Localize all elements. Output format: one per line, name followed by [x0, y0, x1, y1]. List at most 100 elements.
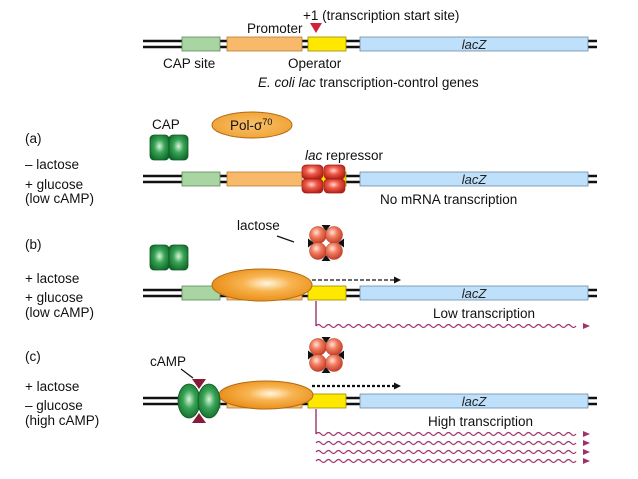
- repressor-subunit: [309, 338, 327, 356]
- panel-label: (c): [25, 349, 41, 364]
- repressor-subunit: [301, 164, 324, 180]
- promoter-box: [226, 36, 303, 52]
- lactose-molecule-icon: [308, 350, 314, 360]
- lactose-molecule-icon: [321, 367, 331, 373]
- outcome-label: Low transcription: [433, 306, 535, 321]
- camp-molecule-icon: [192, 379, 206, 389]
- repressor-subunit: [301, 178, 324, 194]
- repressor-subunit: [325, 242, 343, 260]
- condition-camp: (low cAMP): [25, 305, 94, 320]
- lacz-gene-box: [359, 393, 589, 409]
- caption-italic: E. coli lac: [258, 75, 316, 90]
- gene-label: lacZ: [462, 37, 488, 52]
- outcome-label: No mRNA transcription: [380, 192, 517, 207]
- mrna-arrowhead-icon: [583, 440, 590, 446]
- lactose-bound-repressor-icon: [308, 225, 344, 261]
- operator-label: Operator: [288, 56, 342, 71]
- repressor-label: lac repressor: [305, 148, 384, 163]
- dna-track: lacZ: [143, 171, 597, 187]
- condition-glucose: + glucose: [25, 290, 83, 305]
- cap-site-box: [181, 171, 221, 187]
- condition-lactose: – lactose: [25, 157, 79, 172]
- repressor-rest: repressor: [322, 148, 383, 163]
- cap-label: CAP: [152, 117, 180, 132]
- polymerase-sigma-superscript: 70: [262, 117, 272, 127]
- dna-track: lacZ: [143, 285, 597, 301]
- mrna-arrowhead-icon: [583, 458, 590, 464]
- operator-box: [307, 36, 347, 52]
- repressor-subunit: [309, 226, 327, 244]
- lactose-molecule-icon: [321, 337, 331, 343]
- cap-subunit: [168, 134, 189, 161]
- mrna-group: [315, 409, 590, 464]
- mrna-transcript: [315, 449, 577, 455]
- repressor-subunit: [325, 338, 343, 356]
- promoter-label: Promoter: [247, 21, 303, 36]
- cap-site-label: CAP site: [163, 56, 215, 71]
- cap-subunit: [168, 244, 189, 271]
- mrna-transcript: [315, 323, 577, 329]
- dna-track: lacZ: [143, 36, 597, 52]
- tss-marker-icon: [310, 23, 322, 33]
- rna-polymerase-icon: [211, 268, 313, 302]
- header-gene-map: +1 (transcription start site) Promoter l…: [143, 8, 597, 90]
- camp-pointer: [180, 368, 194, 379]
- condition-glucose: – glucose: [25, 398, 83, 413]
- dashed-transcription-arrow: [312, 382, 401, 390]
- mrna-transcript: [315, 431, 577, 437]
- gene-label: lacZ: [462, 172, 488, 187]
- arrowhead-icon: [394, 382, 401, 390]
- outcome-label: High transcription: [428, 414, 533, 429]
- cap-subunit: [149, 134, 170, 161]
- mrna-transcript: [315, 458, 577, 464]
- rna-polymerase-icon: Pol-σ70: [211, 111, 293, 139]
- panel-b: (b) + lactose + glucose (low cAMP) lacto…: [25, 218, 597, 329]
- condition-camp: (low cAMP): [25, 191, 94, 206]
- repressor-subunit: [309, 242, 327, 260]
- panel-label: (a): [25, 131, 42, 146]
- lactose-molecule-icon: [338, 238, 344, 248]
- gene-label: lacZ: [462, 394, 488, 409]
- mrna-arrowhead-icon: [583, 323, 590, 329]
- condition-lactose: + lactose: [25, 271, 79, 286]
- condition-camp: (high cAMP): [25, 413, 99, 428]
- mrna-group: [315, 301, 590, 329]
- panel-label: (b): [25, 237, 42, 252]
- lactose-molecule-icon: [338, 350, 344, 360]
- mrna-arrowhead-icon: [583, 431, 590, 437]
- caption-rest: transcription-control genes: [316, 75, 479, 90]
- arrowhead-icon: [394, 276, 401, 284]
- repressor-subunit: [323, 178, 346, 194]
- operator-box: [307, 393, 347, 409]
- operator-box: [307, 285, 347, 301]
- cap-subunit: [177, 383, 201, 419]
- rna-polymerase-icon: [218, 380, 314, 410]
- lacz-gene-box: [359, 285, 589, 301]
- cap-protein-icon: [149, 134, 189, 161]
- cap-site-box: [181, 36, 221, 52]
- promoter-box: [226, 171, 303, 187]
- cap-camp-complex-icon: [177, 379, 221, 423]
- lactose-molecule-icon: [308, 238, 314, 248]
- condition-glucose: + glucose: [25, 177, 83, 192]
- panel-a: (a) – lactose + glucose (low cAMP) CAP P…: [25, 111, 597, 207]
- camp-molecule-icon: [192, 413, 206, 423]
- repressor-subunit: [309, 354, 327, 372]
- header-caption: E. coli lac transcription-control genes: [258, 75, 479, 90]
- repressor-subunit: [325, 226, 343, 244]
- cap-protein-icon: [149, 244, 189, 271]
- lactose-label: lactose: [237, 218, 280, 233]
- cap-subunit: [149, 244, 170, 271]
- lactose-pointer: [276, 235, 295, 243]
- tss-label: +1 (transcription start site): [303, 8, 459, 23]
- dashed-transcription-arrow: [312, 276, 401, 284]
- mrna-arrowhead-icon: [583, 449, 590, 455]
- repressor-subunit: [323, 164, 346, 180]
- lactose-bound-repressor-icon: [308, 337, 344, 373]
- gene-label: lacZ: [462, 286, 488, 301]
- polymerase-label: Pol-σ70: [230, 117, 272, 133]
- panel-c: (c) + lactose – glucose (high cAMP) cAMP…: [25, 337, 597, 464]
- lactose-molecule-icon: [321, 225, 331, 231]
- camp-label: cAMP: [150, 354, 186, 369]
